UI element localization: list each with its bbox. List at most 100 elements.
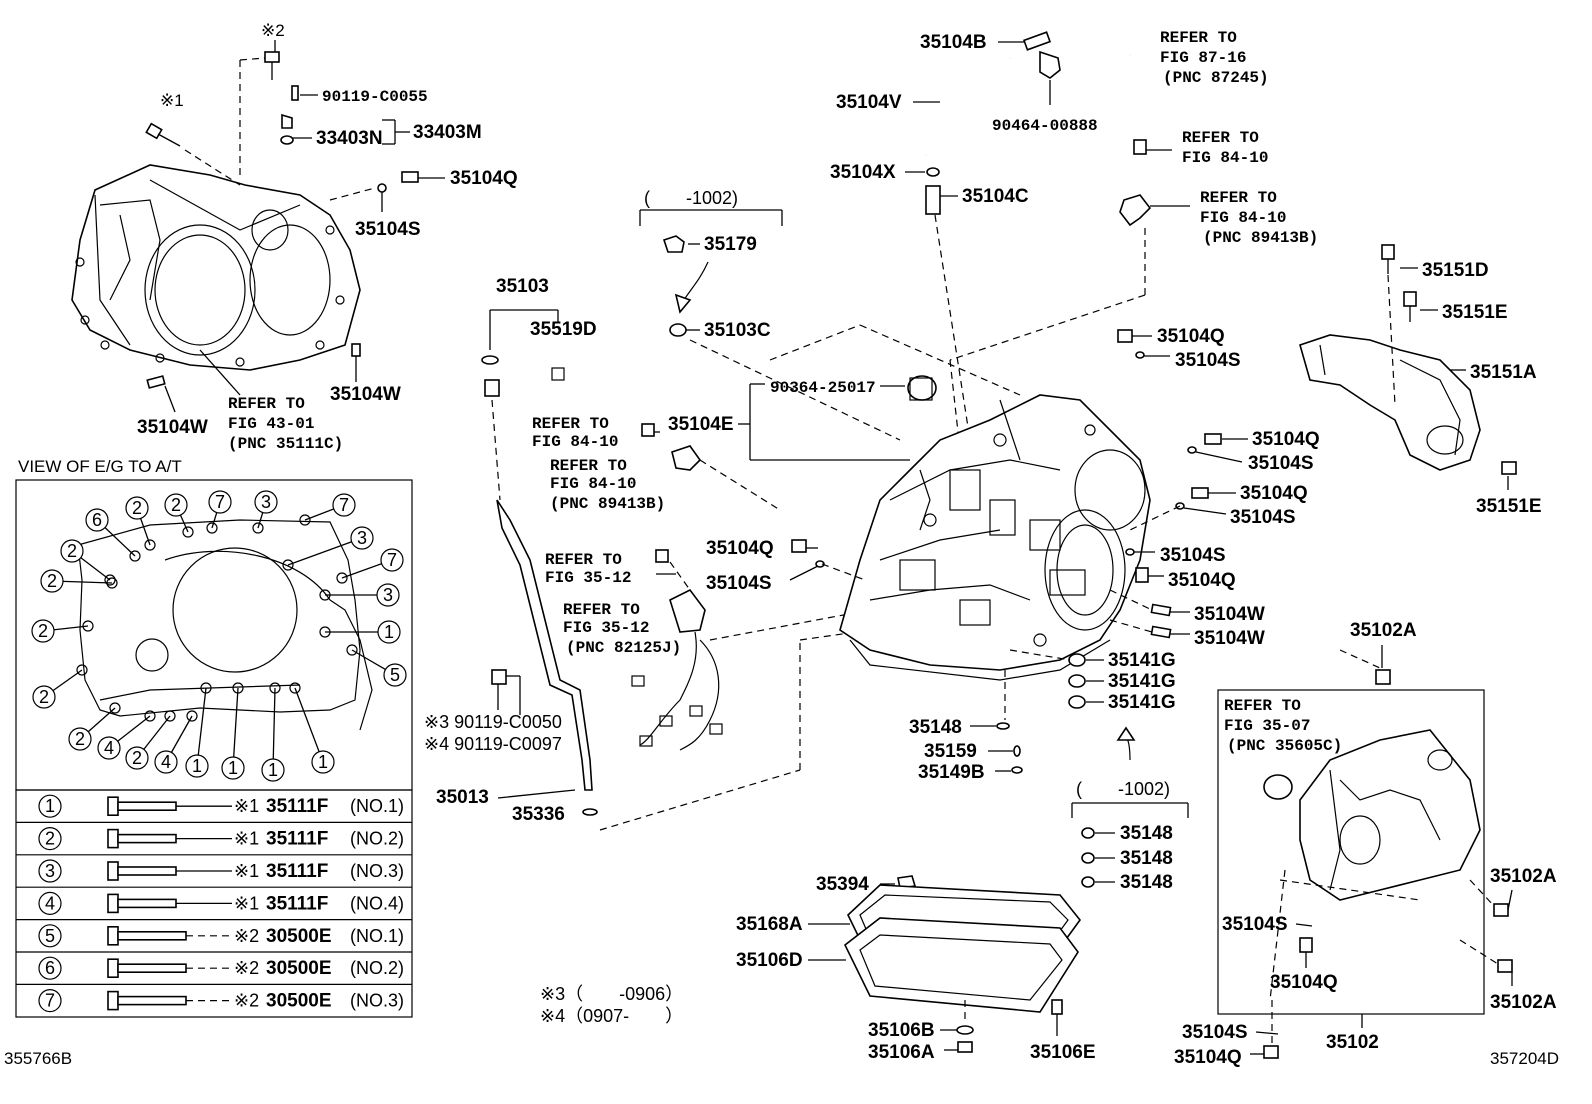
- row-note: (NO.3): [350, 861, 404, 881]
- part-35103: 35103: [496, 276, 549, 297]
- row-part-number: 30500E: [266, 958, 332, 979]
- row-part-number: 35111F: [266, 861, 328, 882]
- pnc-35111C: (PNC 35111C): [228, 435, 343, 453]
- vent-hose: 35104B 35104V 90464-00888 REFER TO FIG 8…: [830, 29, 1269, 441]
- row-number: 5: [45, 926, 55, 946]
- view-callout-number: 1: [384, 622, 394, 642]
- part-35102A-b: 35102A: [1490, 866, 1557, 887]
- row-number-circle: [38, 826, 62, 851]
- cover-35151A: 35151D 35151E 35151A 35151E: [1299, 244, 1542, 517]
- refer-87-16: REFER TO: [1160, 29, 1237, 47]
- part-35104S-g: 35104S: [1182, 1022, 1248, 1043]
- plug-35179-group: ( -1002) 35179 35103C: [639, 188, 901, 441]
- transaxle-body: [839, 394, 1151, 681]
- part-35148-c: 35148: [1120, 872, 1173, 893]
- part-35168A: 35168A: [736, 914, 803, 935]
- refer-84-b: REFER TO: [1200, 189, 1277, 207]
- part-35106D: 35106D: [736, 950, 803, 971]
- part-35148: 35148: [909, 717, 962, 738]
- view-callout-circle: [376, 583, 400, 607]
- row-part-number: 35111F: [266, 829, 328, 850]
- view-callout-number: 1: [192, 756, 202, 776]
- pnc-89413B-d: (PNC 89413B): [550, 495, 665, 513]
- view-callout-circle: [383, 663, 407, 687]
- part-35104Q-c: 35104Q: [1240, 483, 1308, 504]
- mark-1: ※1: [160, 91, 184, 110]
- row-mark: ※1: [234, 861, 259, 881]
- view-callout-circle: [60, 539, 84, 563]
- view-callout-circle: [97, 736, 121, 760]
- fig-84-c: FIG 84-10: [532, 433, 618, 451]
- view-callout-number: 3: [383, 585, 393, 605]
- part-35141G-a: 35141G: [1108, 650, 1176, 671]
- row-note: (NO.2): [350, 829, 404, 849]
- sensor-refs: REFER TO FIG 84-10 35104E 90364-25017 RE…: [532, 375, 937, 751]
- part-35104Q-g: 35104Q: [1174, 1047, 1242, 1068]
- view-callout-circle: [221, 756, 245, 780]
- code-right: 357204D: [1490, 1049, 1559, 1068]
- row-number-circle: [38, 988, 62, 1013]
- view-callout-number: 7: [387, 550, 397, 570]
- row-note: (NO.3): [350, 991, 404, 1011]
- part-35394: 35394: [816, 874, 869, 895]
- bolt-90119-C0097: ※4 90119-C0097: [424, 734, 562, 754]
- row-mark: ※2: [234, 958, 259, 978]
- row-note: (NO.2): [350, 958, 404, 978]
- part-35151E: 35151E: [1442, 302, 1508, 323]
- view-callout-circle: [164, 493, 188, 517]
- code-left: 355766B: [4, 1049, 72, 1068]
- part-35104Q-a: 35104Q: [1157, 326, 1225, 347]
- row-number-circle: [38, 956, 62, 980]
- part-35141G-c: 35141G: [1108, 692, 1176, 713]
- pnc-82125J: (PNC 82125J): [566, 639, 681, 657]
- view-callout-circle: [68, 727, 92, 751]
- view-bolt-hole: [282, 559, 294, 571]
- view-callout-number: 2: [75, 729, 85, 749]
- row-number-circle: [38, 891, 62, 916]
- range-1002-a: ( -1002): [644, 188, 738, 208]
- part-33403M: 33403M: [413, 122, 482, 143]
- part-90464-00888: 90464-00888: [992, 117, 1098, 135]
- housing-callouts: ※2 ※1 90119-C0055 33403N 33403M 35104Q 3…: [137, 21, 518, 453]
- note-4: ※4（0907- ）: [540, 1006, 683, 1026]
- view-bolt-hole: [346, 644, 358, 656]
- range-1002-b: ( -1002): [1076, 779, 1170, 799]
- view-callout-number: 7: [215, 492, 225, 512]
- row-number: 1: [45, 796, 55, 816]
- view-callout-circle: [311, 750, 335, 774]
- part-35104S-d: 35104S: [706, 573, 772, 594]
- row-mark: ※1: [234, 829, 259, 849]
- row-mark: ※2: [234, 926, 259, 946]
- part-35104Q-b: 35104Q: [1252, 429, 1320, 450]
- part-35519D: 35519D: [530, 319, 597, 340]
- view-bolt-hole: [76, 664, 88, 676]
- row-mark: ※1: [234, 893, 259, 913]
- dipstick-assembly: 35103 35519D 35013 35336 ※3 90119-C0050 …: [424, 276, 871, 1026]
- view-callout-circle: [125, 496, 149, 520]
- gaskets: 35141G 35141G 35141G 35148 35159 35149B …: [909, 649, 1189, 893]
- view-bolt-hole: [109, 702, 121, 714]
- view-title: VIEW OF E/G TO A/T: [18, 457, 182, 476]
- part-35104S-c: 35104S: [1230, 507, 1296, 528]
- part-35106B: 35106B: [868, 1020, 935, 1041]
- part-35102A-a: 35102A: [1350, 620, 1417, 641]
- row-mark: ※2: [234, 991, 259, 1011]
- mark-2: ※2: [261, 21, 285, 40]
- part-33403N: 33403N: [316, 128, 383, 149]
- view-callout-number: 2: [132, 748, 142, 768]
- part-35104X: 35104X: [830, 162, 896, 183]
- part-35104W-right: 35104W: [330, 384, 401, 405]
- view-callout-number: 1: [228, 758, 238, 778]
- view-callout-number: 3: [357, 528, 367, 548]
- view-bolt-hole: [252, 522, 264, 534]
- fig-35-07: FIG 35-07: [1224, 717, 1310, 735]
- refer-35-07: REFER TO: [1224, 697, 1301, 715]
- part-35104S-b: 35104S: [1248, 453, 1314, 474]
- part-35104S-top: 35104S: [355, 219, 421, 240]
- part-35013: 35013: [436, 787, 489, 808]
